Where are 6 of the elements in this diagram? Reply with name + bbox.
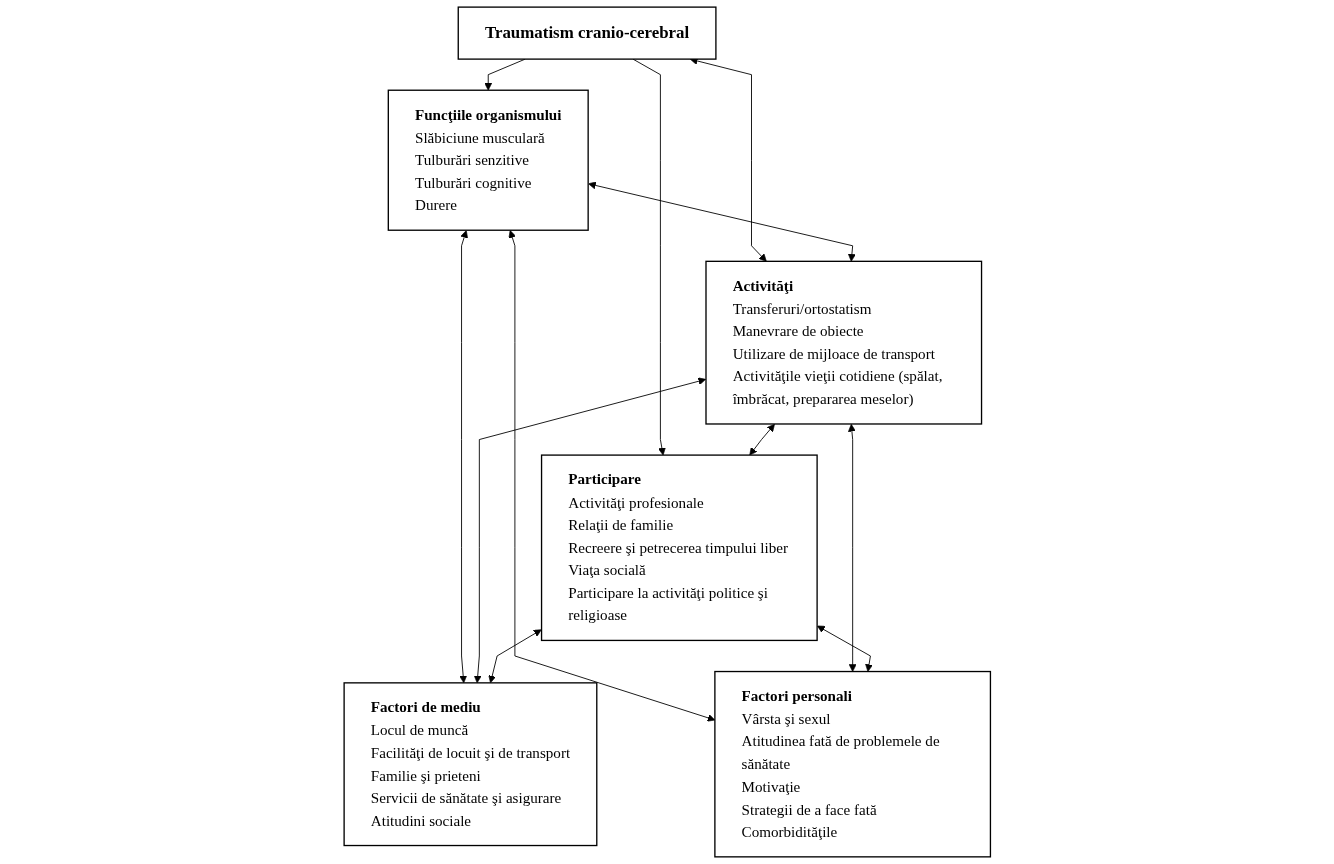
node-box: Activităţi Transferuri/ortostatism Manevrare de obiecte Utilizare de mijloace de transport Activităţile vieţii cotidiene (spălat, îmbrăcat, prepararea meselor) — [705, 260, 982, 425]
node-box: Participare Activităţi profesionale Relaţii de familie Recreere şi petrecerea timpului liber Viaţa socială Participare la activităţi politice şi religioase — [540, 454, 818, 642]
node-box: Factori personali Vârsta şi sexul Atitudinea fată de problemele de sănătate Motivaţie Strategii de a face fată Comorbidităţile — [713, 670, 991, 858]
node-box: Factori de mediu Locul de muncă Facilităţi de locuit şi de transport Familie şi prieteni Servicii de sănătate şi asigurare Atitudini sociale — [343, 682, 598, 847]
node-box: Funcţiile organismului Slăbiciune musculară Tulburări senzitive Tulburări cognitive Durere — [387, 89, 589, 231]
node-box: Traumatism cranio-cerebral — [457, 6, 717, 60]
